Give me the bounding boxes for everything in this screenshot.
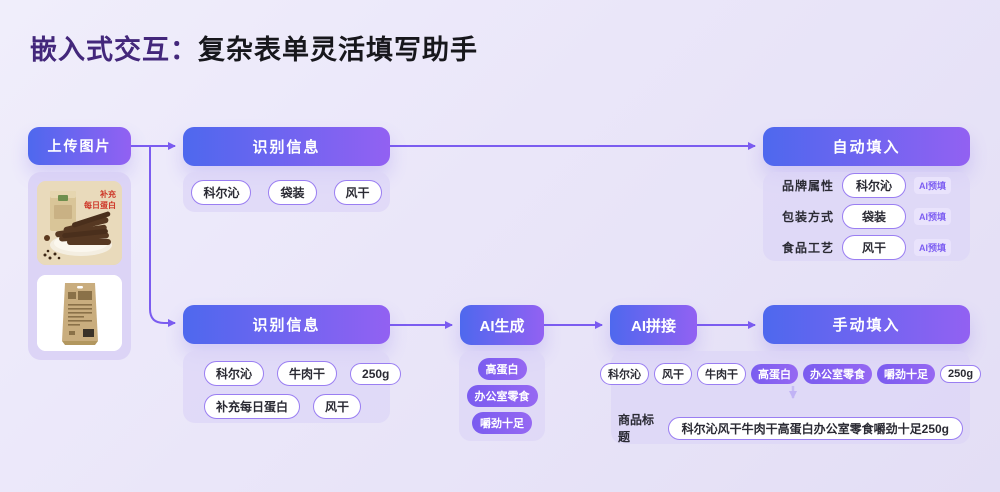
product-title-value-pill[interactable]: 科尔沁风干牛肉干高蛋白办公室零食嚼劲十足250g <box>667 416 963 440</box>
page-title-main: 复杂表单灵活填写助手 <box>198 35 478 65</box>
product-title-label: 商品标题 <box>618 413 655 444</box>
ai-prefill-badge: AI预填 <box>914 208 952 225</box>
manual-fill-button[interactable]: 手动填入 <box>763 305 970 344</box>
recognize-info-bottom-button[interactable]: 识别信息 <box>183 305 390 344</box>
recognized-tags-top-card: 科尔沁 袋装 风干 <box>183 172 390 212</box>
recognize-info-top-button[interactable]: 识别信息 <box>183 127 390 166</box>
ai-prefill-badge: AI预填 <box>914 239 952 256</box>
merged-tag-pill[interactable]: 办公室零食 <box>802 364 872 384</box>
product-photo-package[interactable] <box>37 275 122 351</box>
tag-pill[interactable]: 科尔沁 <box>191 179 252 205</box>
field-value-pill[interactable]: 风干 <box>842 235 906 260</box>
tag-pill[interactable]: 袋装 <box>268 179 317 205</box>
photo-caption: 补充 每日蛋白 <box>84 189 116 211</box>
ai-splice-button[interactable]: AI拼接 <box>610 305 697 345</box>
uploaded-images-card: 补充 每日蛋白 <box>28 172 131 360</box>
auto-fill-fields-card: 品牌属性 科尔沁 AI预填 包装方式 袋装 AI预填 食品工艺 风干 AI预填 <box>763 172 970 261</box>
form-field-row: 包装方式 袋装 AI预填 <box>763 204 970 229</box>
form-field-row: 品牌属性 科尔沁 AI预填 <box>763 173 970 198</box>
merged-tag-pill[interactable]: 牛肉干 <box>696 363 746 385</box>
merged-tag-pill[interactable]: 风干 <box>653 363 692 385</box>
tag-row: 补充每日蛋白 风干 <box>204 394 390 419</box>
generated-tag-pill[interactable]: 嚼劲十足 <box>472 412 532 434</box>
field-label: 食品工艺 <box>781 241 834 255</box>
ai-generated-tags-card: 高蛋白 办公室零食 嚼劲十足 <box>459 351 545 441</box>
field-label: 品牌属性 <box>781 179 834 193</box>
photo-caption-line1: 补充 <box>100 190 116 199</box>
field-label: 包装方式 <box>781 210 834 224</box>
photo-caption-line2: 每日蛋白 <box>84 201 116 210</box>
merged-title-card: 科尔沁 风干 牛肉干 高蛋白 办公室零食 嚼劲十足 250g 商品标题 科尔沁风… <box>599 351 982 445</box>
page-title: 嵌入式交互：复杂表单灵活填写助手 <box>30 28 478 67</box>
tag-pill[interactable]: 科尔沁 <box>204 361 265 386</box>
product-title-row: 商品标题 科尔沁风干牛肉干高蛋白办公室零食嚼劲十足250g <box>618 411 963 445</box>
merged-tag-pill[interactable]: 高蛋白 <box>750 364 798 384</box>
tag-pill[interactable]: 风干 <box>313 394 362 419</box>
ai-generate-button[interactable]: AI生成 <box>460 305 544 345</box>
merged-tag-pill[interactable]: 嚼劲十足 <box>876 364 935 384</box>
form-field-row: 食品工艺 风干 AI预填 <box>763 235 970 260</box>
tag-pill[interactable]: 牛肉干 <box>277 361 338 386</box>
package-photo-illustration <box>37 275 122 351</box>
field-value-pill[interactable]: 袋装 <box>842 204 906 229</box>
merged-tag-pill[interactable]: 科尔沁 <box>599 363 649 385</box>
tag-pill[interactable]: 补充每日蛋白 <box>204 394 301 419</box>
tag-pill[interactable]: 风干 <box>333 179 382 205</box>
page-title-highlight: 嵌入式交互： <box>30 35 198 65</box>
auto-fill-button[interactable]: 自动填入 <box>763 127 970 166</box>
tag-pill[interactable]: 250g <box>350 362 402 385</box>
jerky-photo-illustration <box>37 181 122 265</box>
generated-tag-pill[interactable]: 高蛋白 <box>477 358 527 380</box>
generated-tag-pill[interactable]: 办公室零食 <box>466 385 538 407</box>
merged-tag-row: 科尔沁 风干 牛肉干 高蛋白 办公室零食 嚼劲十足 250g <box>599 363 982 385</box>
tag-row: 科尔沁 牛肉干 250g <box>204 361 402 386</box>
product-photo-jerky[interactable]: 补充 每日蛋白 <box>37 181 122 265</box>
upload-image-button[interactable]: 上传图片 <box>28 127 131 165</box>
recognized-tags-bottom-card: 科尔沁 牛肉干 250g 补充每日蛋白 风干 <box>183 351 402 423</box>
field-value-pill[interactable]: 科尔沁 <box>842 173 906 198</box>
merged-tag-pill[interactable]: 250g <box>939 365 982 383</box>
ai-prefill-badge: AI预填 <box>914 177 952 194</box>
